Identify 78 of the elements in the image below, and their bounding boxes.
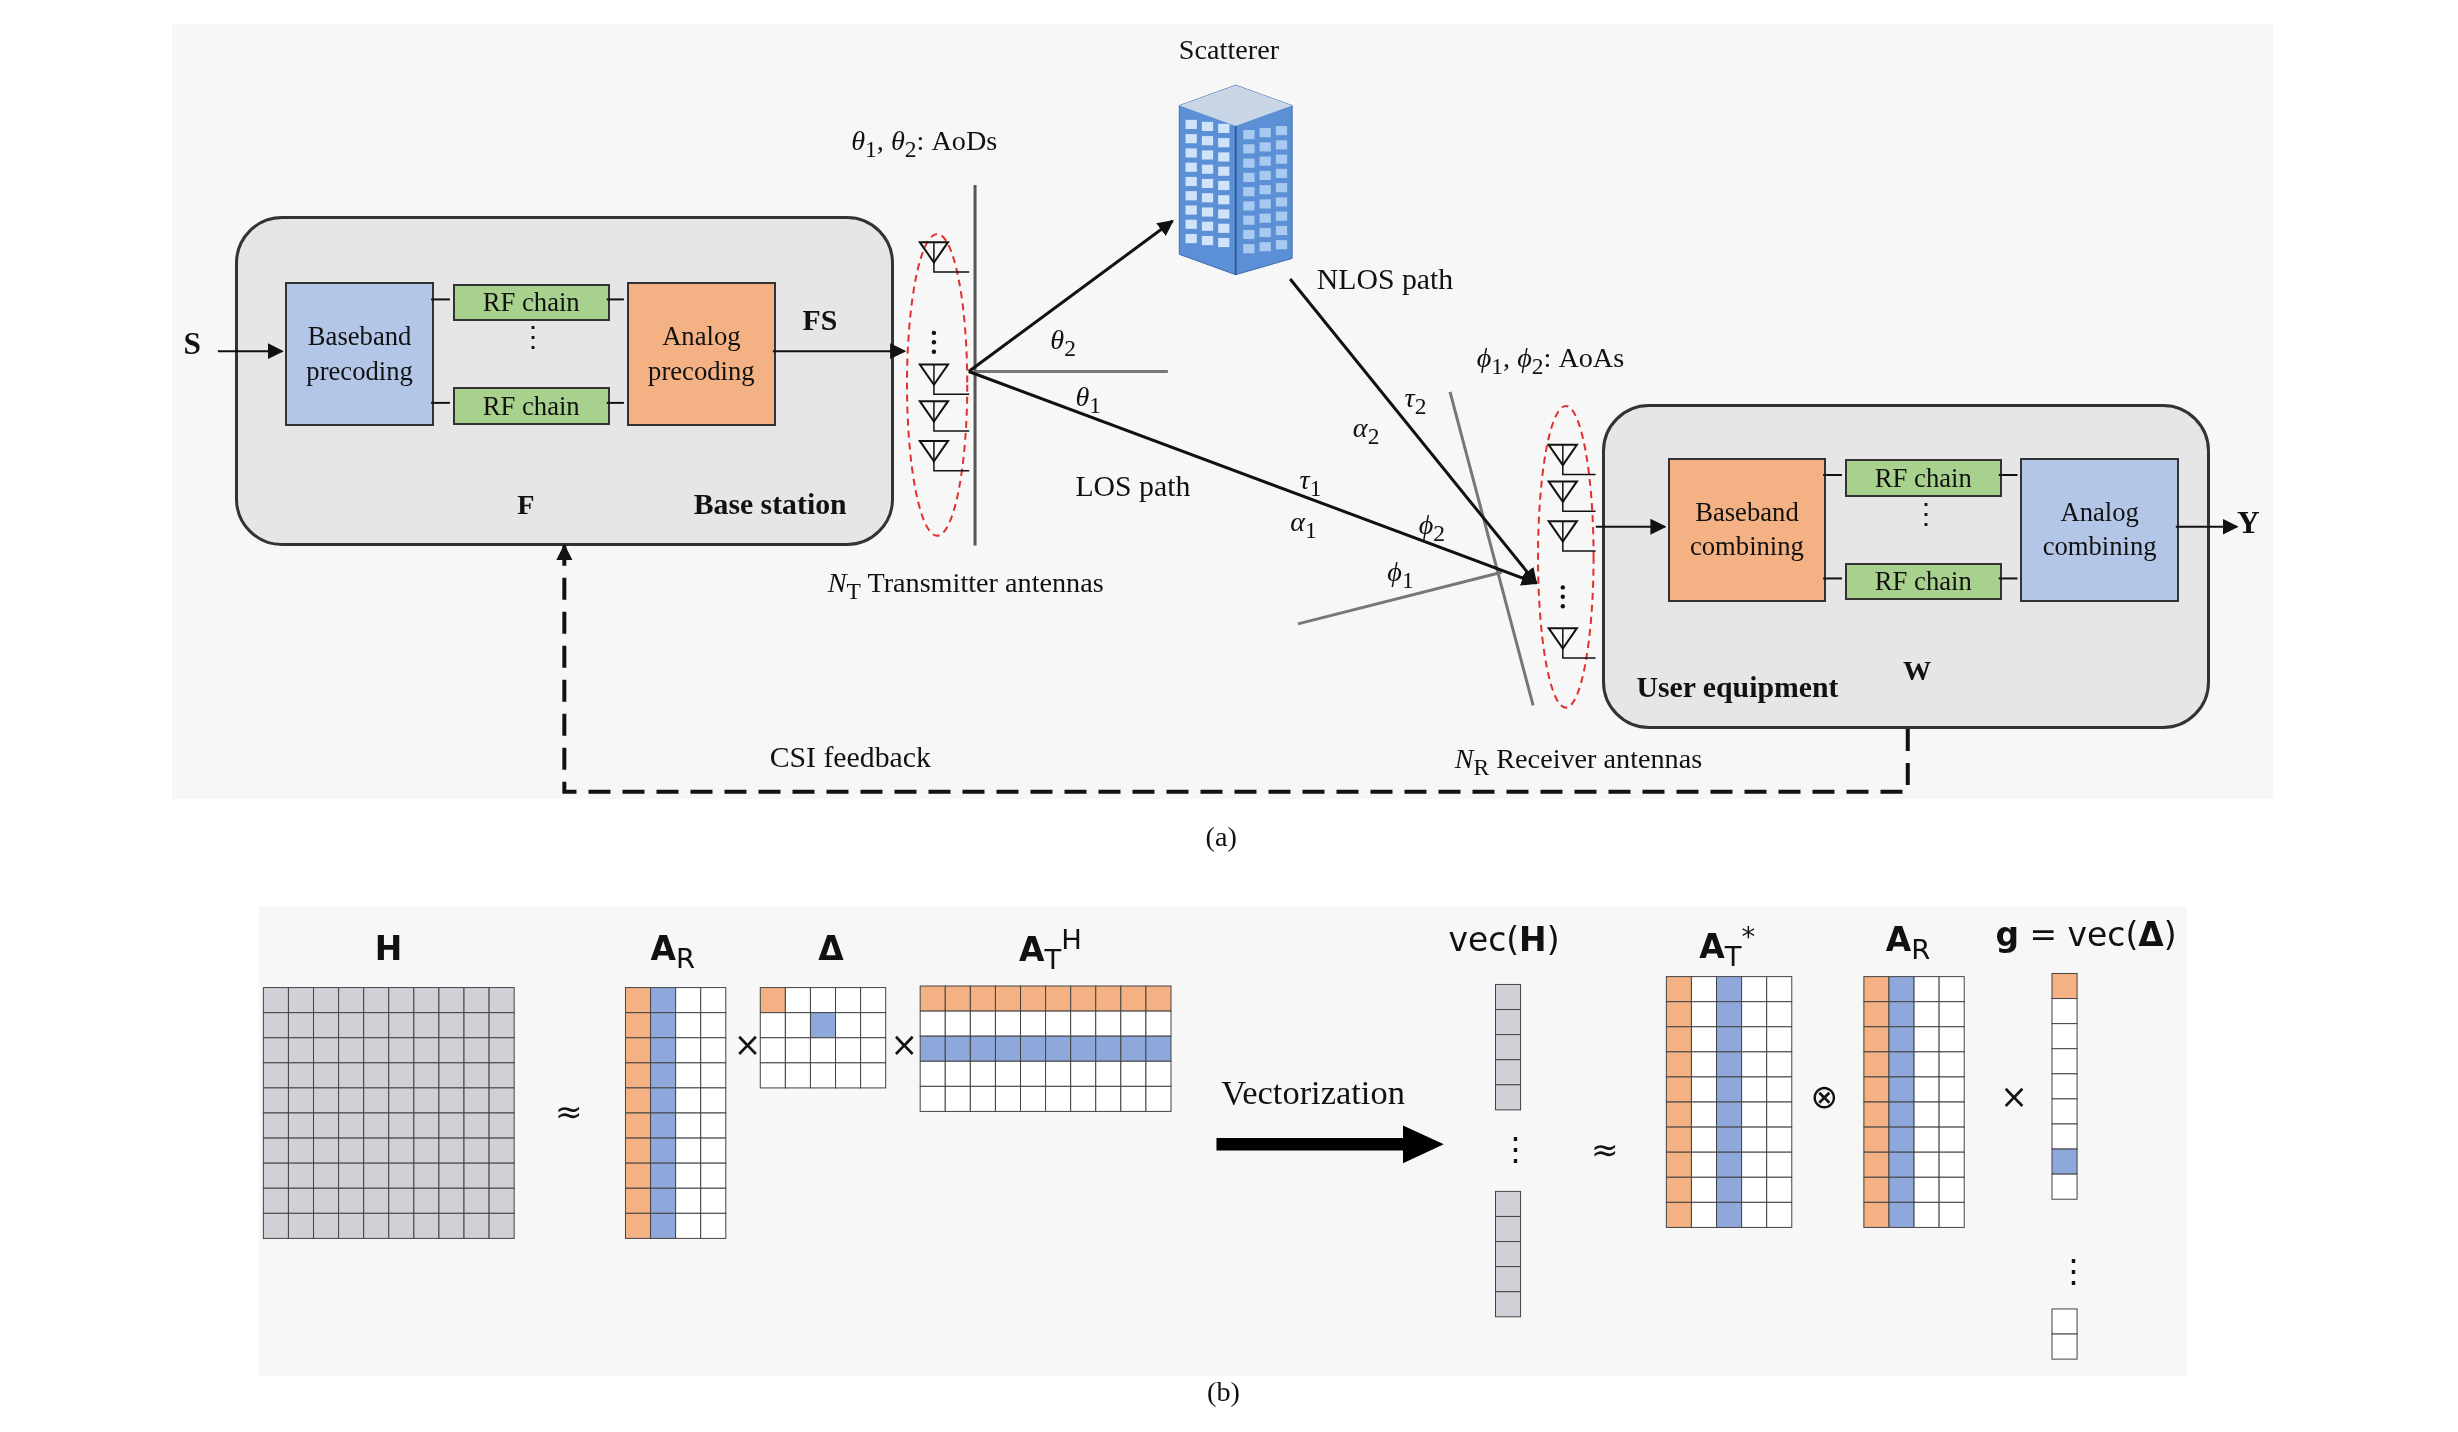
arrow	[1594, 518, 1667, 535]
rf-chain-block	[452, 283, 610, 322]
rf-chain-block	[1844, 562, 2002, 601]
operator: ≈	[554, 1094, 583, 1131]
block-label: Baseband combining	[1689, 496, 1805, 564]
edge-label: NLOS path	[1316, 263, 1454, 297]
antenna-array-drawing	[904, 232, 969, 538]
ellipsis: ⋮	[1498, 1131, 1532, 1168]
operator: ×	[2000, 1078, 2028, 1115]
connector-line	[430, 298, 451, 301]
matrix-label: W	[1903, 655, 1932, 687]
connector-line	[430, 401, 451, 404]
arrow	[968, 370, 1538, 586]
process-block	[2020, 457, 2179, 602]
node-label: Scatterer	[1178, 34, 1280, 66]
arrow	[967, 219, 1174, 373]
matrix-label: F	[517, 489, 535, 521]
symbol-label: ϕ$_{1}$	[1387, 556, 1414, 594]
block-label: S	[183, 326, 201, 363]
symbol-label: τ$_{1}$	[1299, 464, 1322, 502]
angle-legend: ϕ$_{1}$, ϕ$_{2}$: AoAs	[1476, 341, 1625, 380]
arrow	[1288, 278, 1538, 585]
symbol-label: α$_{1}$	[1290, 506, 1317, 544]
node-label: N$_{T}$ Transmitter antennas	[827, 567, 1104, 605]
process-block	[285, 282, 435, 427]
block-label: Y	[2236, 504, 2260, 541]
block-label: RF chain	[481, 286, 581, 320]
arrow	[771, 343, 907, 360]
ellipsis: ⋮	[1912, 498, 1941, 530]
edge-label: CSI feedback	[769, 741, 931, 775]
matrix-label: g = vec(Δ)	[1995, 917, 2177, 954]
connector-line	[605, 298, 625, 301]
process-block	[626, 282, 776, 427]
panel-title: User equipment	[1636, 670, 1839, 704]
arrow	[2174, 518, 2239, 535]
symbol-label: θ$_{2}$	[1050, 324, 1076, 362]
operator: ⊗	[1810, 1078, 1839, 1115]
connector-line	[605, 401, 625, 404]
block-label: Baseband precoding	[305, 320, 414, 389]
connector-line	[1822, 577, 1843, 580]
user-equipment-panel	[1602, 404, 2211, 729]
operator: ×	[890, 1026, 918, 1063]
ellipsis: ⋮	[2056, 1254, 2090, 1291]
symbol-label: α$_{2}$	[1352, 412, 1380, 450]
symbol-label: τ$_{2}$	[1404, 382, 1427, 420]
operator: ≈	[1591, 1131, 1619, 1168]
step-label: Vectorization	[1221, 1073, 1405, 1112]
base-station-panel	[235, 216, 894, 546]
operator: ×	[733, 1026, 762, 1063]
panel-caption: (b)	[1207, 1376, 1240, 1408]
panel-caption: (a)	[1205, 821, 1237, 853]
connector-line	[1997, 474, 2019, 476]
block-label: RF chain	[1873, 565, 1973, 599]
block-label: RF chain	[481, 389, 581, 423]
block-label: Analog combining	[2041, 496, 2158, 564]
antenna-array-drawing	[1536, 404, 1596, 711]
matrix-label: A$_{R}$	[650, 931, 696, 974]
connector-line	[1822, 474, 1843, 476]
arrow	[216, 343, 284, 360]
symbol-label: ϕ$_{2}$	[1418, 509, 1446, 547]
ellipsis: ⋮	[518, 321, 547, 353]
panel-title: Base station	[693, 486, 847, 521]
matrix-label: H	[374, 931, 403, 968]
connector-line	[1997, 577, 2019, 580]
symbol-label: θ$_{1}$	[1075, 380, 1101, 419]
angle-legend: θ$_{1}$, θ$_{2}$: AoDs	[851, 125, 998, 163]
edge-label: FS	[802, 304, 838, 337]
rf-chain-block	[1844, 459, 2002, 497]
block-label: RF chain	[1873, 461, 1973, 495]
rf-chain-block	[452, 387, 610, 425]
process-block	[1667, 457, 1827, 602]
arrow	[556, 543, 1910, 794]
matrix-label: Δ	[818, 931, 844, 968]
node-label: N$_{R}$ Receiver antennas	[1454, 743, 1703, 781]
edge-label: LOS path	[1075, 470, 1191, 503]
matrix-label: A$_{R}$	[1885, 921, 1931, 965]
matrix-label: vec(H)	[1448, 921, 1560, 958]
block-label: Analog precoding	[647, 320, 756, 389]
